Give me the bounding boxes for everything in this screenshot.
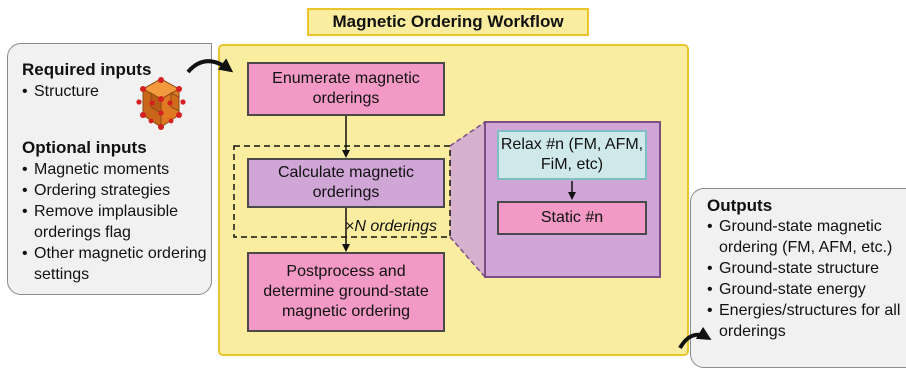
- repeat-count-label: ×N orderings: [345, 218, 438, 235]
- postprocess-node: Postprocess and determine ground-state m…: [247, 252, 445, 332]
- zoom-connector: [450, 122, 485, 277]
- calculate-orderings-node: Calculate magnetic orderings: [247, 158, 445, 208]
- optional-inputs-heading: Optional inputs: [22, 138, 147, 157]
- list-item: Ground-state magnetic ordering (FM, AFM,…: [707, 216, 906, 258]
- list-item: Structure: [22, 81, 99, 102]
- outputs-panel: Outputs Ground-state magnetic ordering (…: [690, 188, 906, 368]
- repeat-dashed-box: [233, 145, 451, 238]
- list-item: Ground-state structure: [707, 258, 906, 279]
- enumerate-orderings-node: Enumerate magnetic orderings: [247, 62, 445, 116]
- relax-node: Relax #n (FM, AFM, FiM, etc): [497, 130, 647, 180]
- outputs-list: Ground-state magnetic ordering (FM, AFM,…: [707, 216, 906, 342]
- curved-arrow-icon: [678, 326, 712, 350]
- list-item: Magnetic moments: [22, 159, 208, 180]
- required-inputs-list: Structure: [22, 81, 99, 102]
- list-item: Remove implausible orderings flag: [22, 201, 208, 243]
- required-inputs-heading: Required inputs: [22, 60, 152, 79]
- outputs-heading: Outputs: [707, 196, 773, 215]
- inputs-panel: Required inputs Structure Optional input…: [7, 43, 212, 295]
- optional-inputs-list: Magnetic moments Ordering strategies Rem…: [22, 159, 208, 285]
- diagram-title: Magnetic Ordering Workflow: [307, 8, 589, 36]
- workflow-connectors: [186, 58, 712, 350]
- curved-arrow-icon: [186, 58, 234, 74]
- list-item: Energies/structures for all orderings: [707, 300, 906, 342]
- list-item: Ground-state energy: [707, 279, 906, 300]
- list-item: Ordering strategies: [22, 180, 208, 201]
- static-node: Static #n: [497, 201, 647, 235]
- list-item: Other magnetic ordering settings: [22, 243, 208, 285]
- crystal-structure-icon: [136, 77, 186, 130]
